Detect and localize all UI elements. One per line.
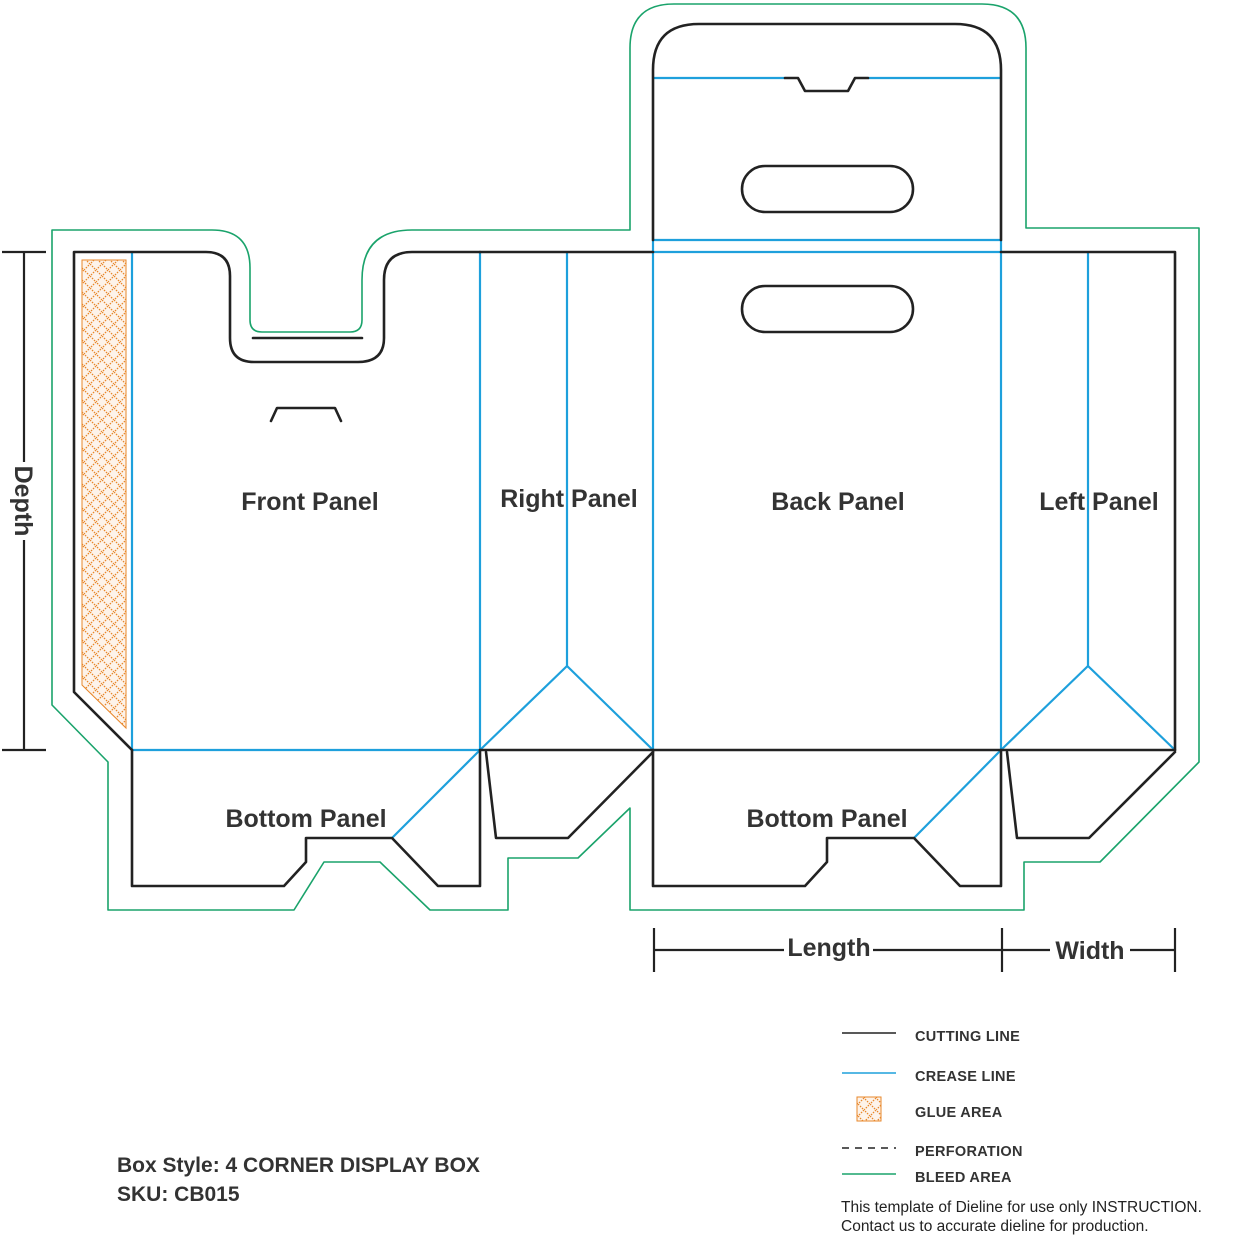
legend: CUTTING LINE CREASE LINE GLUE AREA PERFO…: [842, 1029, 1023, 1186]
legend-crease-label: CREASE LINE: [915, 1069, 1016, 1085]
depth-label: Depth: [9, 466, 37, 537]
glue-area: [81, 259, 127, 730]
length-label: Length: [787, 934, 870, 962]
bleed-outline: [51, 3, 1200, 911]
legend-glue-label: GLUE AREA: [915, 1105, 1003, 1121]
bottom-panel-front-label: Bottom Panel: [225, 805, 386, 833]
left-panel-label: Left Panel: [1039, 488, 1158, 516]
crease-lines: [130, 76, 1176, 839]
instruction-note-line2: Contact us to accurate dieline for produ…: [841, 1218, 1149, 1235]
handle-hole-top: [740, 164, 915, 214]
handle-hole-bottom: [740, 284, 915, 334]
length-width-dimension: Length Width: [652, 928, 1177, 972]
box-style-text: Box Style: 4 CORNER DISPLAY BOX: [117, 1154, 480, 1177]
right-panel-label: Right Panel: [500, 485, 638, 513]
legend-glue-swatch: [856, 1096, 882, 1122]
legend-perforation-label: PERFORATION: [915, 1144, 1023, 1160]
legend-cutting-label: CUTTING LINE: [915, 1029, 1020, 1045]
front-panel-label: Front Panel: [241, 488, 379, 516]
bottom-panel-back-label: Bottom Panel: [746, 805, 907, 833]
cutting-lines: [72, 22, 1177, 888]
instruction-note: This template of Dieline for use only IN…: [841, 1198, 1202, 1236]
sku-text: SKU: CB015: [117, 1183, 240, 1206]
back-panel-label: Back Panel: [771, 488, 904, 516]
width-label: Width: [1055, 937, 1124, 965]
legend-bleed-label: BLEED AREA: [915, 1170, 1012, 1186]
depth-dimension: Depth: [2, 250, 46, 752]
instruction-note-line1: This template of Dieline for use only IN…: [841, 1199, 1202, 1216]
